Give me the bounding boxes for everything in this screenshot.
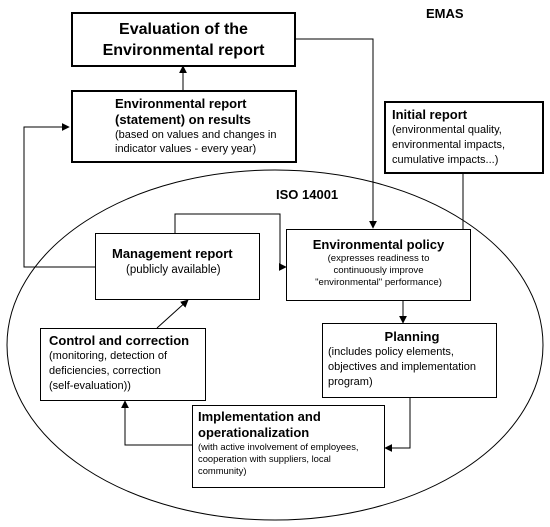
environmental-policy-box: Environmental policy (expresses readines… (286, 229, 471, 301)
initial-report-desc-line1: (environmental quality, (392, 124, 502, 136)
arrow-control-to-management (156, 299, 189, 329)
environmental-policy-desc-line3: "environmental" performance) (315, 277, 442, 288)
emas-label: EMAS (426, 6, 464, 21)
planning-desc-line2: objectives and implementation (328, 361, 476, 373)
implementation-desc-line1: (with active involvement of employees, (198, 441, 359, 452)
planning-box: Planning (includes policy elements, obje… (322, 323, 497, 398)
initial-report-desc-line2: environmental impacts, (392, 139, 506, 151)
arrow-management-to-envreport (23, 123, 95, 268)
initial-report-desc-line3: cumulative impacts...) (392, 154, 499, 166)
initial-report-box: Initial report (environmental quality, e… (384, 101, 544, 174)
arrow-planning-to-implementation (384, 398, 411, 452)
control-correction-desc-line1: (monitoring, detection of (49, 350, 168, 362)
management-report-box: Management report (publicly available) (95, 233, 260, 300)
environmental-policy-title: Environmental policy (312, 237, 445, 252)
evaluation-title-line2: Environmental report (102, 42, 265, 59)
arrow-implementation-to-control (121, 400, 192, 446)
implementation-desc-line2: cooperation with suppliers, local (198, 453, 331, 464)
implementation-title-line2: operationalization (198, 425, 310, 440)
initial-report-title: Initial report (392, 107, 468, 122)
evaluation-box: Evaluation of the Environmental report (71, 12, 296, 67)
env-report-desc-line2: indicator values - every year) (115, 143, 257, 155)
control-correction-box: Control and correction (monitoring, dete… (40, 328, 206, 401)
control-correction-title: Control and correction (49, 333, 190, 348)
evaluation-title-line1: Evaluation of the (119, 21, 248, 38)
implementation-box: Implementation and operationalization (w… (192, 405, 385, 488)
management-report-title: Management report (112, 246, 233, 261)
iso-label: ISO 14001 (276, 187, 339, 202)
arrow-evaluation-to-policy (295, 38, 377, 229)
planning-desc-line3: program) (328, 376, 373, 388)
environmental-policy-desc-line2: continuously improve (333, 265, 424, 276)
env-report-box: Environmental report (statement) on resu… (71, 90, 297, 163)
planning-desc-line1: (includes policy elements, (328, 346, 454, 358)
iso-ellipse (6, 169, 544, 521)
implementation-title-line1: Implementation and (198, 409, 321, 424)
env-report-title-line1: Environmental report (115, 96, 247, 111)
management-report-desc: (publicly available) (126, 264, 221, 276)
control-correction-desc-line3: (self-evaluation)) (49, 380, 131, 392)
planning-title: Planning (384, 329, 440, 344)
environmental-policy-desc-line1: (expresses readiness to (327, 253, 430, 264)
arrow-management-to-policy (174, 213, 287, 271)
env-report-title-line2: (statement) on results (115, 112, 251, 127)
implementation-desc-line3: community) (198, 465, 247, 476)
control-correction-desc-line2: deficiencies, correction (49, 365, 161, 377)
env-report-desc-line1: (based on values and changes in (115, 129, 277, 141)
